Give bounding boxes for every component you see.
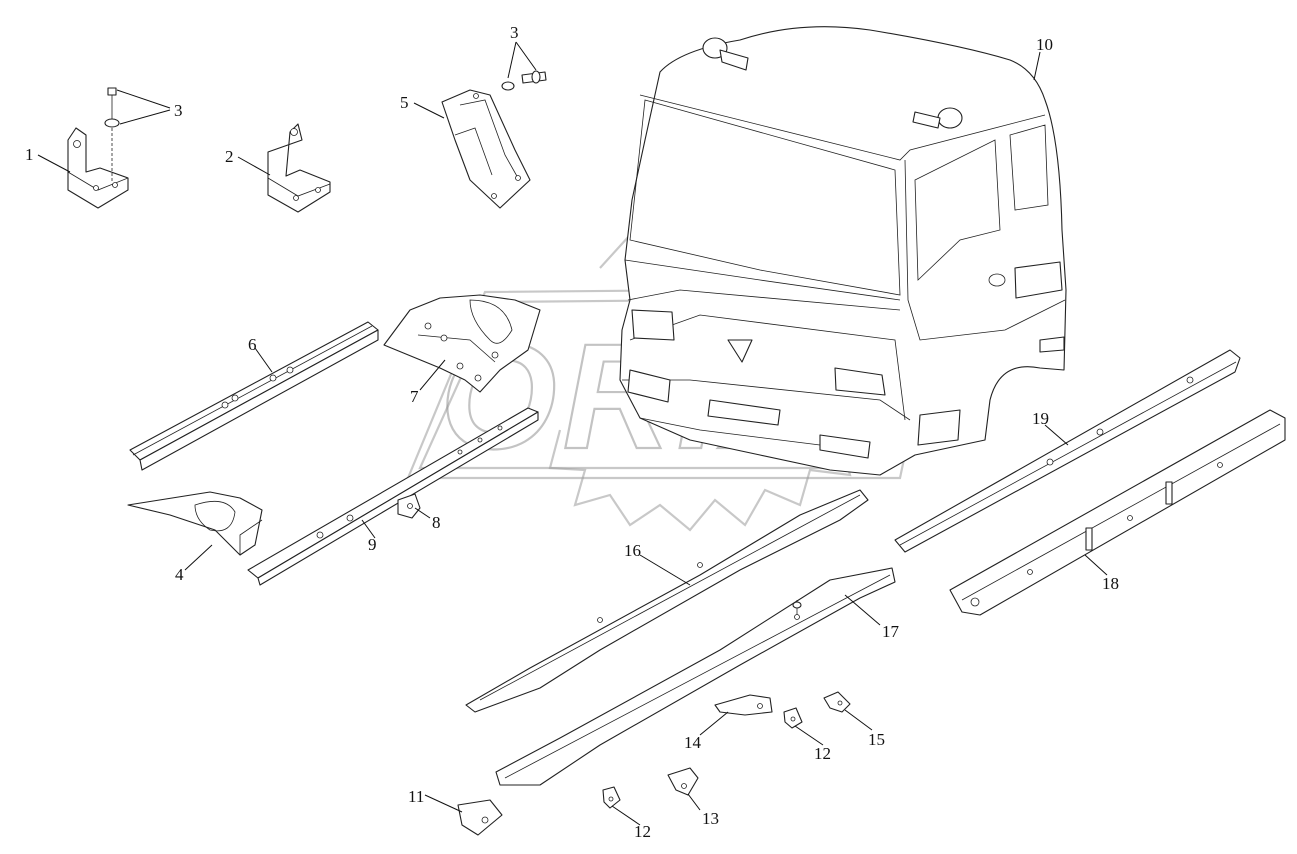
part-17-member <box>495 567 896 786</box>
callout-2: 2 <box>225 147 234 166</box>
callout-9: 9 <box>368 535 377 554</box>
callout-7: 7 <box>410 387 419 406</box>
part-14-bracket <box>714 694 773 716</box>
callout-12a: 12 <box>634 822 651 841</box>
callout-18: 18 <box>1102 574 1119 593</box>
callout-4: 4 <box>175 565 184 584</box>
callout-17: 17 <box>882 622 900 641</box>
callout-6: 6 <box>248 335 257 354</box>
part-1-bracket <box>67 87 129 209</box>
callout-14: 14 <box>684 733 702 752</box>
part-19-rail <box>894 349 1241 553</box>
callout-8: 8 <box>432 513 441 532</box>
callout-11: 11 <box>408 787 424 806</box>
callout-1: 1 <box>25 145 34 164</box>
callout-12b: 12 <box>814 744 831 763</box>
callout-labels: 1 2 3 3 4 5 6 7 8 9 10 11 12 12 13 14 15… <box>25 23 1119 841</box>
leader-lines <box>37 41 1108 826</box>
part-7-panel <box>383 294 541 393</box>
callout-15: 15 <box>868 730 885 749</box>
callout-16: 16 <box>624 541 641 560</box>
part-15-clip <box>823 691 851 713</box>
callout-19: 19 <box>1032 409 1049 428</box>
part-9-rail <box>247 407 539 586</box>
part-8-clip <box>397 493 421 519</box>
part-13-bracket <box>667 767 699 796</box>
callout-3a: 3 <box>174 101 183 120</box>
part-18-rail <box>949 409 1286 616</box>
part-12-clip-a <box>602 786 621 809</box>
part-6-channel <box>129 321 379 471</box>
part-12-clip-b <box>783 707 803 729</box>
part-11-bracket <box>457 799 503 836</box>
callout-13: 13 <box>702 809 719 828</box>
part-10-cab <box>619 26 1067 476</box>
part-2-bracket <box>267 123 331 213</box>
callout-10: 10 <box>1036 35 1053 54</box>
part-4-gusset <box>127 491 263 556</box>
callout-3b: 3 <box>510 23 519 42</box>
callout-5: 5 <box>400 93 409 112</box>
part-16-member <box>465 489 869 713</box>
part-5-stay <box>441 70 547 209</box>
